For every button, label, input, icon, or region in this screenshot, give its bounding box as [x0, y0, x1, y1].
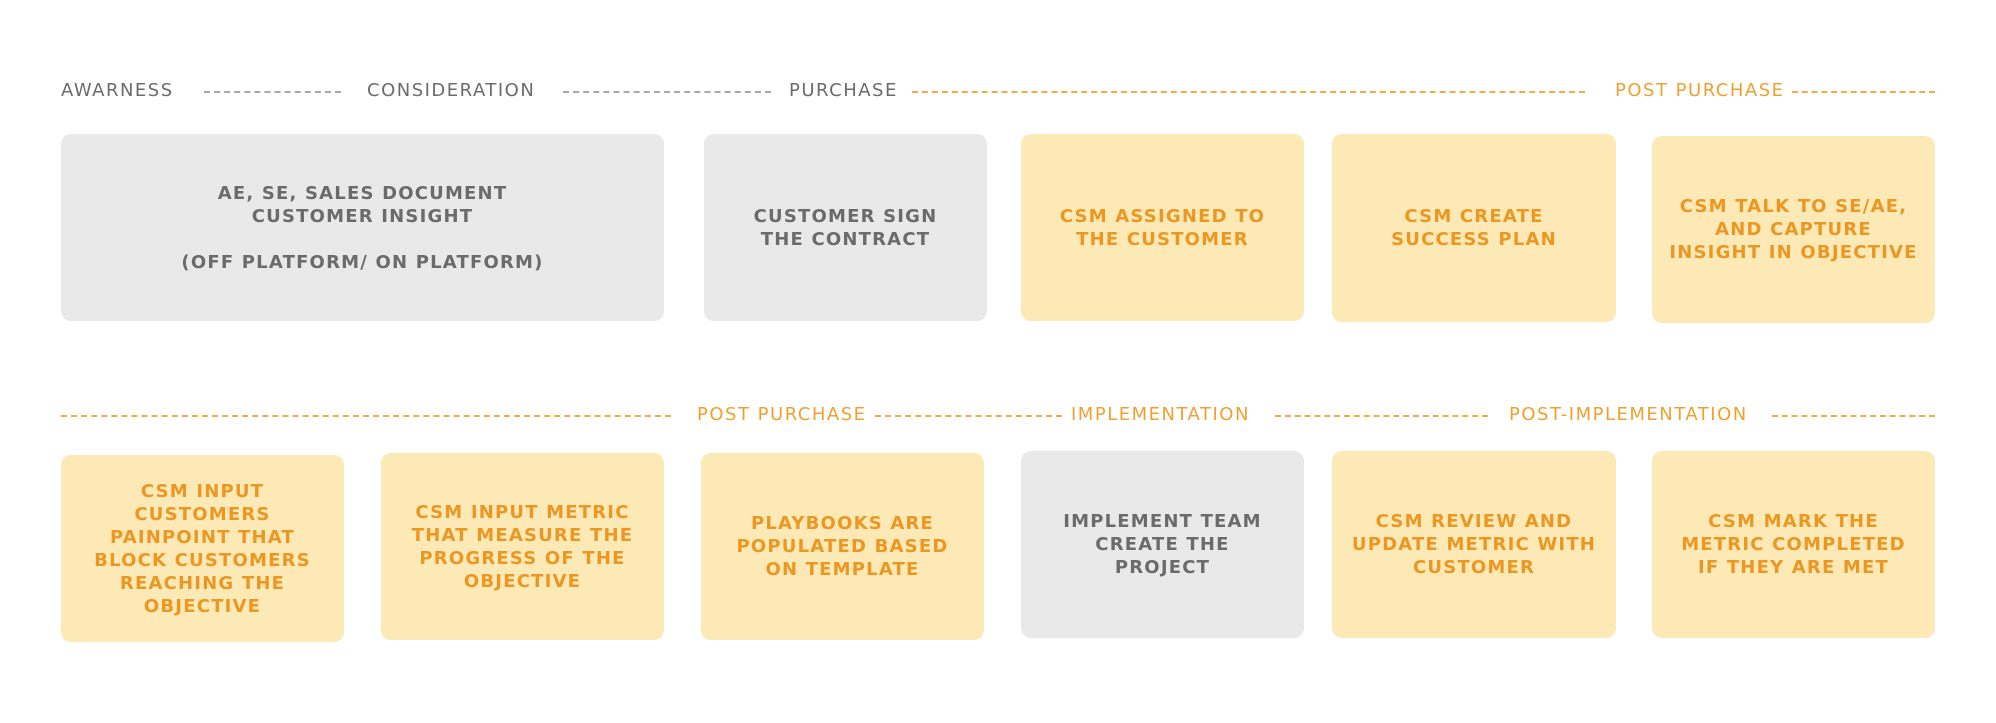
card-customer-sign-contract: CUSTOMER SIGN THE CONTRACT — [704, 134, 987, 321]
stage-connector — [1772, 415, 1935, 417]
stage-label-implementation: IMPLEMENTATION — [1071, 404, 1250, 425]
stage-connector — [1792, 91, 1935, 93]
card-text: CSM INPUT METRIC THAT MEASURE THE PROGRE… — [411, 501, 634, 592]
card-text: CSM CREATE SUCCESS PLAN — [1391, 206, 1557, 250]
card-playbooks-populated: PLAYBOOKS ARE POPULATED BASED ON TEMPLAT… — [701, 453, 984, 640]
stage-connector — [61, 415, 671, 417]
card-text: CSM TALK TO SE/AE, AND CAPTURE INSIGHT I… — [1669, 196, 1918, 263]
card-csm-review-update-metric: CSM REVIEW AND UPDATE METRIC WITH CUSTOM… — [1332, 451, 1616, 638]
stage-label-post-purchase: POST PURCHASE — [697, 404, 867, 425]
stage-label-awarness: AWARNESS — [61, 80, 174, 101]
card-text: CSM ASSIGNED TO THE CUSTOMER — [1059, 205, 1266, 250]
card-sales-document-insight: AE, SE, SALES DOCUMENT CUSTOMER INSIGHT … — [61, 134, 664, 321]
stage-connector — [204, 91, 341, 93]
stage-label-consideration: CONSIDERATION — [367, 80, 536, 101]
card-text: AE, SE, SALES DOCUMENT CUSTOMER INSIGHT … — [181, 182, 544, 273]
card-text: PLAYBOOKS ARE POPULATED BASED ON TEMPLAT… — [736, 513, 949, 580]
stage-connector — [563, 91, 771, 93]
card-csm-talk-capture-insight: CSM TALK TO SE/AE, AND CAPTURE INSIGHT I… — [1652, 136, 1935, 323]
stage-label-post-implementation: POST-IMPLEMENTATION — [1509, 404, 1748, 425]
stage-connector — [1275, 415, 1488, 417]
stage-connector — [912, 91, 1585, 93]
card-csm-input-painpoint: CSM INPUT CUSTOMERS PAINPOINT THAT BLOCK… — [61, 455, 344, 642]
card-text: CUSTOMER SIGN THE CONTRACT — [753, 205, 938, 250]
card-csm-assigned: CSM ASSIGNED TO THE CUSTOMER — [1021, 134, 1304, 321]
card-text: CSM REVIEW AND UPDATE METRIC WITH CUSTOM… — [1351, 511, 1597, 578]
card-implement-team-create-project: IMPLEMENT TEAM CREATE THE PROJECT — [1021, 451, 1304, 638]
card-csm-input-metric: CSM INPUT METRIC THAT MEASURE THE PROGRE… — [381, 453, 664, 640]
card-csm-create-success-plan: CSM CREATE SUCCESS PLAN — [1332, 134, 1616, 322]
stage-connector — [875, 415, 1062, 417]
stage-label-post-purchase: POST PURCHASE — [1615, 80, 1785, 101]
card-csm-mark-metric-completed: CSM MARK THE METRIC COMPLETED IF THEY AR… — [1652, 451, 1935, 638]
stage-label-purchase: PURCHASE — [789, 80, 898, 101]
card-text: IMPLEMENT TEAM CREATE THE PROJECT — [1063, 511, 1262, 578]
card-text: CSM INPUT CUSTOMERS PAINPOINT THAT BLOCK… — [94, 480, 311, 617]
card-text: CSM MARK THE METRIC COMPLETED IF THEY AR… — [1681, 511, 1906, 578]
